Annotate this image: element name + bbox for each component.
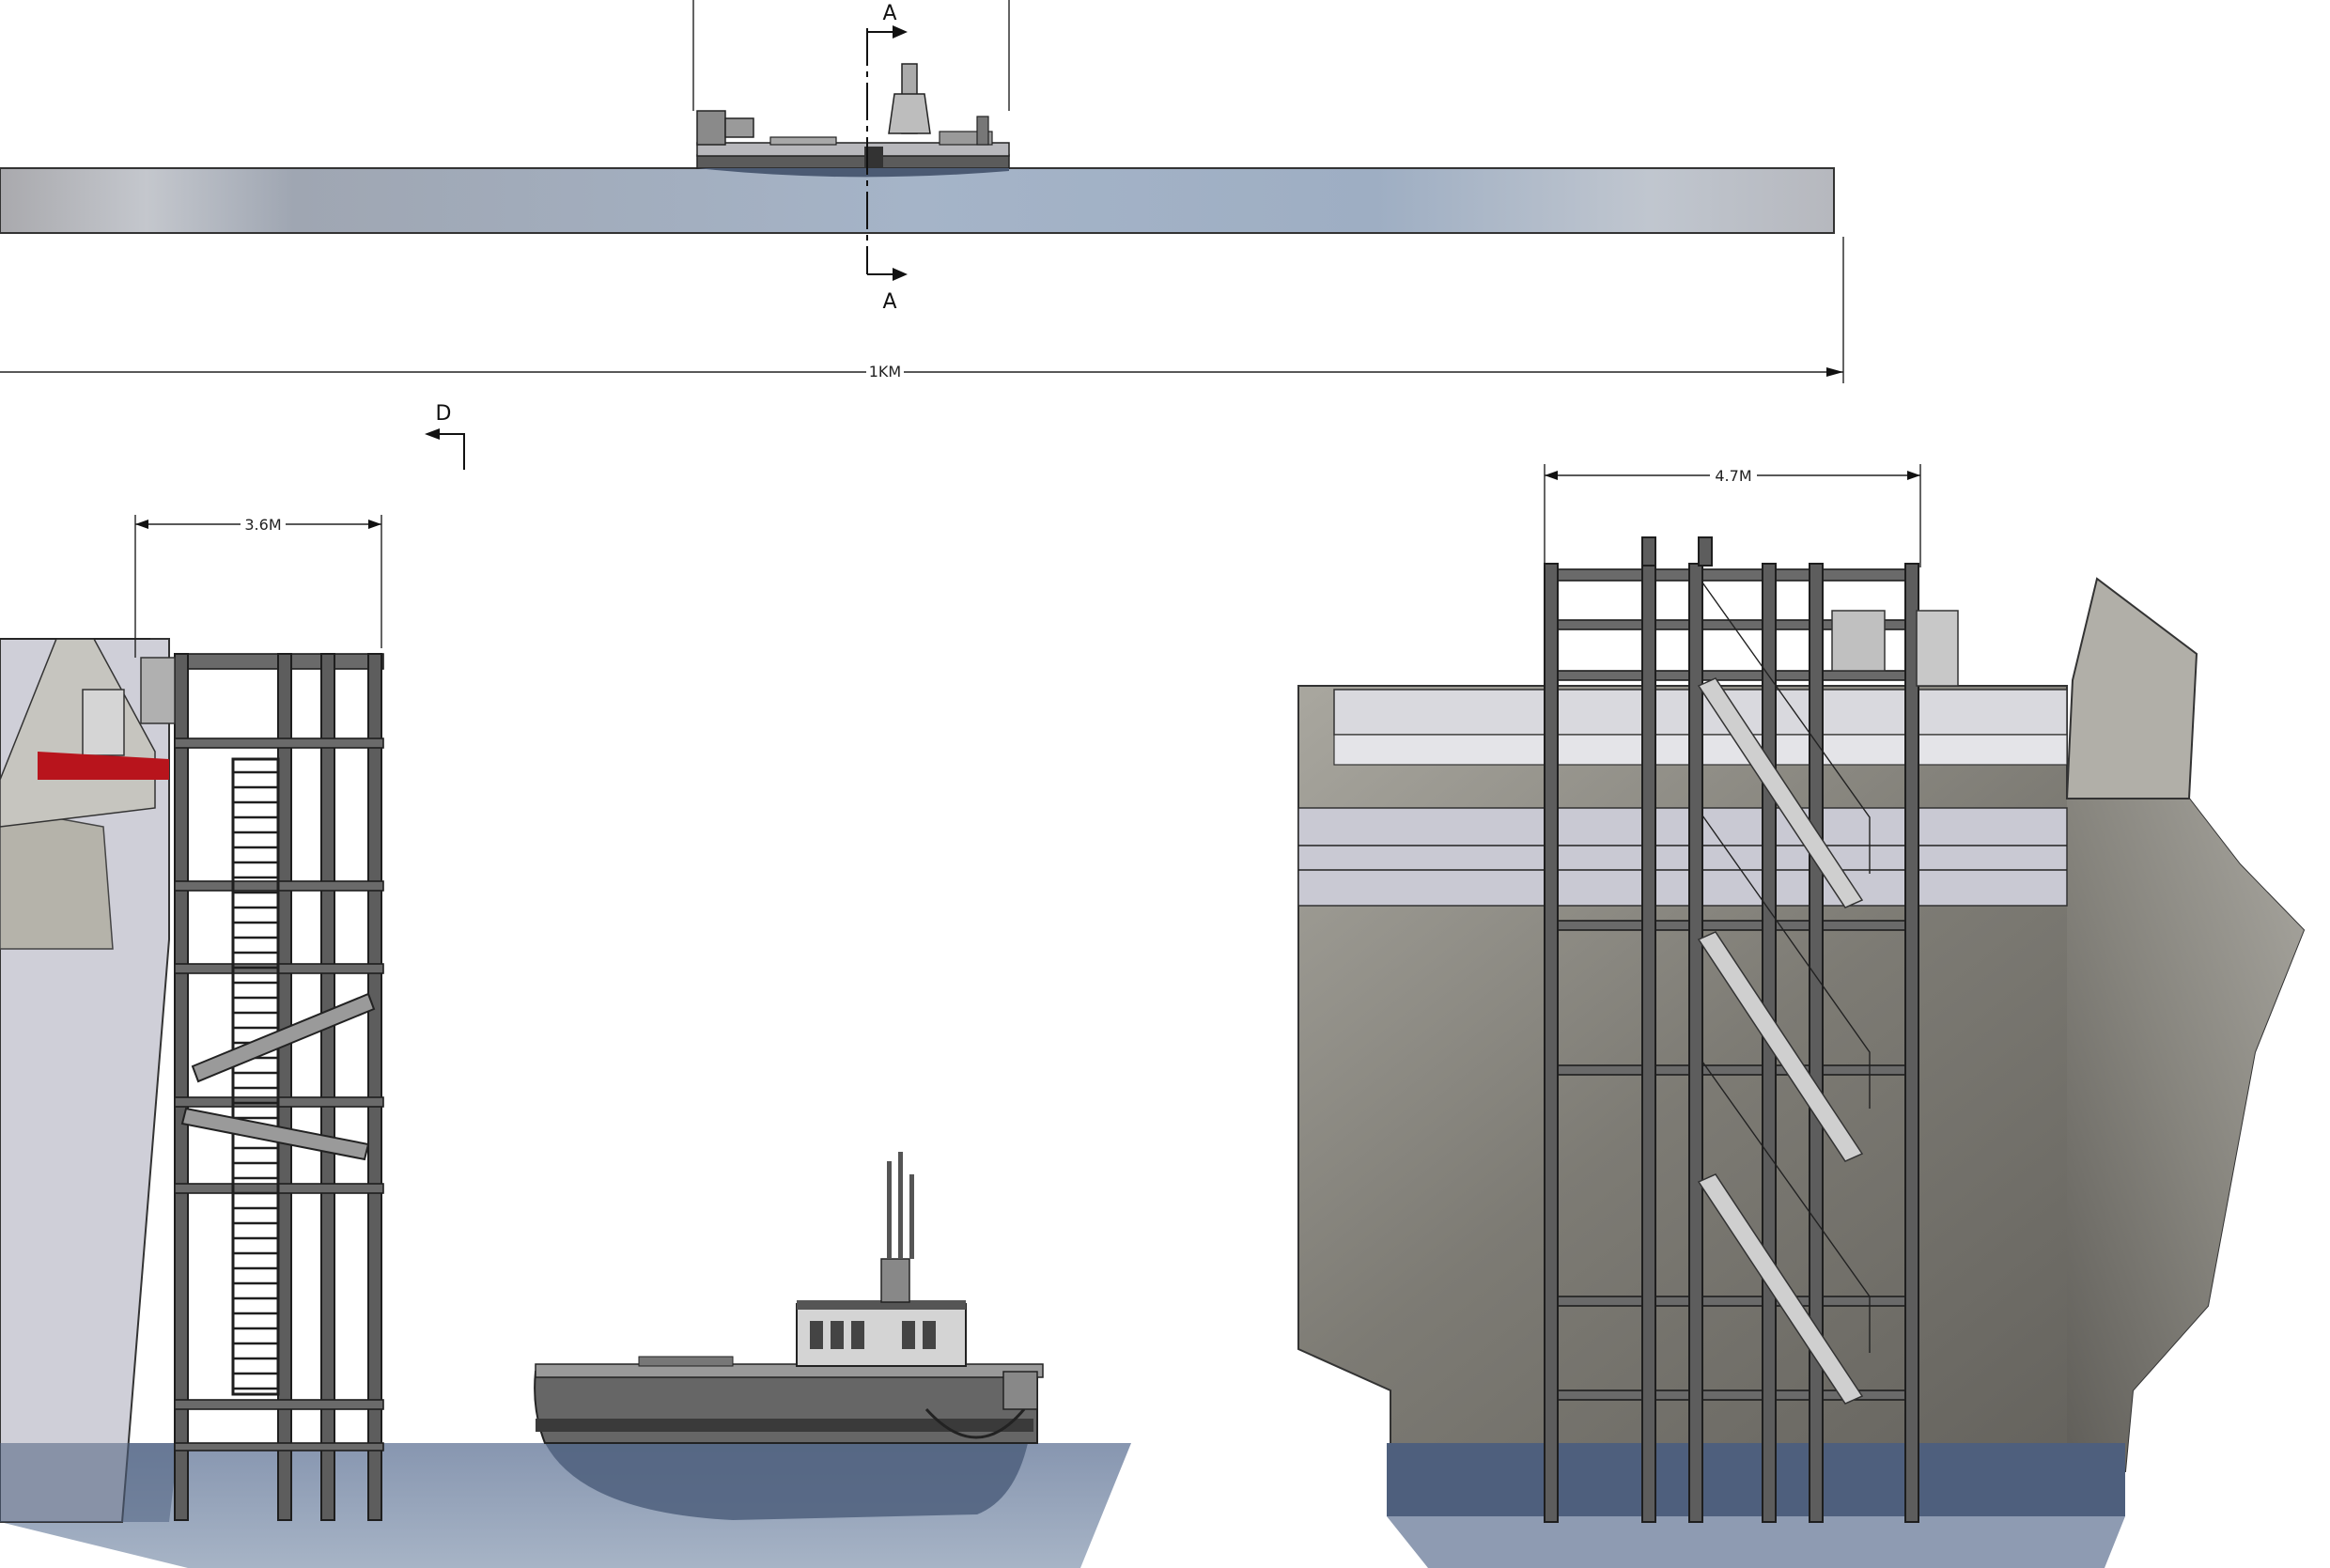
tower-width-label: 3.6M	[244, 516, 281, 534]
overall-dimension: 1KM	[0, 237, 1844, 383]
waterline-band	[1387, 1443, 2125, 1516]
front-view: 4.7M	[1297, 464, 2306, 1568]
side-view: 3.6M	[0, 515, 1131, 1568]
water-band	[0, 167, 1835, 234]
section-mark-top: A	[882, 2, 896, 25]
red-fitting	[38, 752, 169, 780]
bow-structure	[2065, 577, 2198, 800]
ladder	[231, 757, 280, 1396]
top-elevation: A A 1KM	[0, 0, 1844, 383]
front-tower	[1544, 536, 1959, 1523]
overall-length-label: 1KM	[869, 363, 901, 380]
diagonal-braces	[180, 992, 376, 1161]
barge-profile	[696, 63, 1010, 178]
stair-flights	[1697, 582, 1871, 1405]
support-vessel	[534, 1152, 1044, 1520]
detail-mark-label: D	[436, 402, 452, 426]
detail-mark-d: D	[425, 402, 465, 470]
hull-bow-side	[2067, 799, 2304, 1471]
section-mark-bottom: A	[882, 290, 896, 314]
tower-structure	[140, 653, 384, 1521]
section-line-a: A A	[866, 2, 908, 314]
front-width-label: 4.7M	[1715, 467, 1751, 485]
ship-hull-left	[0, 638, 179, 1523]
deck-band	[1297, 807, 2068, 907]
tower-width-dimension: 3.6M	[134, 515, 382, 658]
front-width-dimension: 4.7M	[1544, 464, 1921, 567]
